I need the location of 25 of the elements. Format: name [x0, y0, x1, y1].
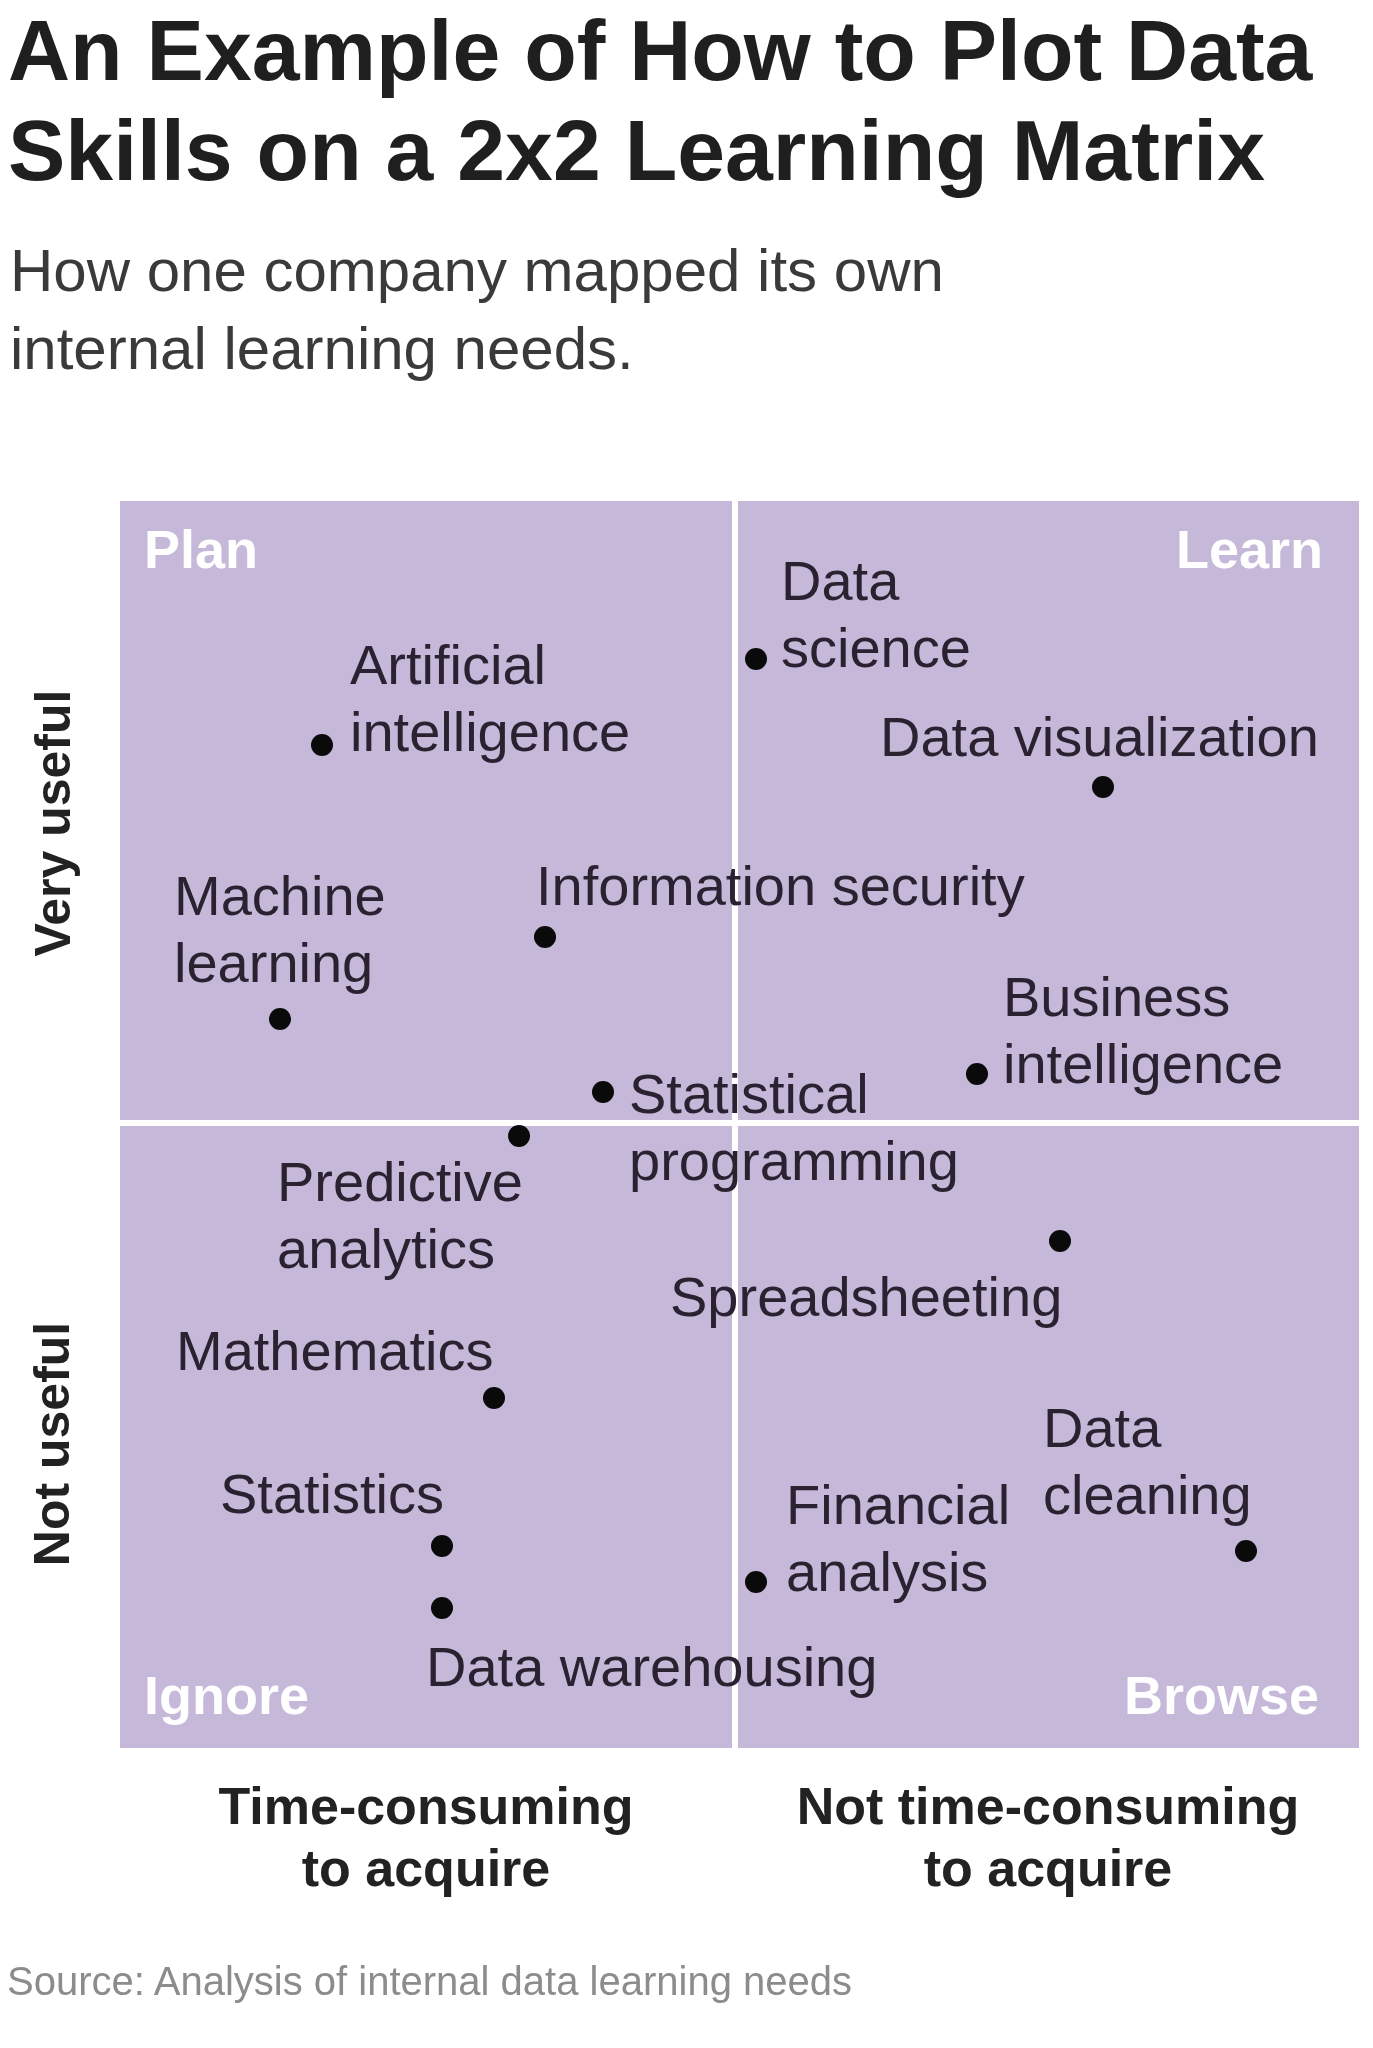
axis-label: Very useful — [24, 689, 82, 957]
quadrant-title: Ignore — [144, 1664, 309, 1727]
quadrant-title: Browse — [1123, 1664, 1319, 1727]
skill-label: Machine learning — [174, 863, 387, 996]
skill-label: Business intelligence — [1003, 964, 1285, 1097]
skill-label: Financial analysis — [786, 1472, 1012, 1605]
axis-label: Not useful — [23, 1321, 81, 1567]
title: An Example of How to Plot Data Skills on a 2x2 Learning Matrix — [8, 1, 1314, 200]
skill-label: Statistical programming — [629, 1061, 960, 1194]
quadrant-title: Plan — [144, 518, 259, 581]
skill-label: Mathematics — [176, 1318, 494, 1384]
skill-label: Predictive analytics — [277, 1149, 524, 1282]
skill-label: Data science — [781, 548, 972, 681]
axis-label: Time-consuming to acquire — [217, 1776, 635, 1899]
axis-label: Not time-consuming to acquire — [795, 1776, 1301, 1899]
subtitle: How one company mapped its own internal learning needs. — [10, 236, 945, 384]
skill-label: Spreadsheeting — [670, 1264, 1063, 1330]
skill-label: Information security — [536, 853, 1025, 919]
skill-label: Artificial intelligence — [350, 632, 632, 765]
skill-label: Data cleaning — [1043, 1395, 1253, 1528]
source-note: Source: Analysis of internal data learning needs — [7, 1958, 852, 2005]
quadrant-title: Learn — [1175, 518, 1323, 581]
skill-label: Statistics — [220, 1461, 445, 1527]
skill-label: Data warehousing — [426, 1634, 878, 1700]
skill-label: Data visualization — [880, 704, 1319, 770]
